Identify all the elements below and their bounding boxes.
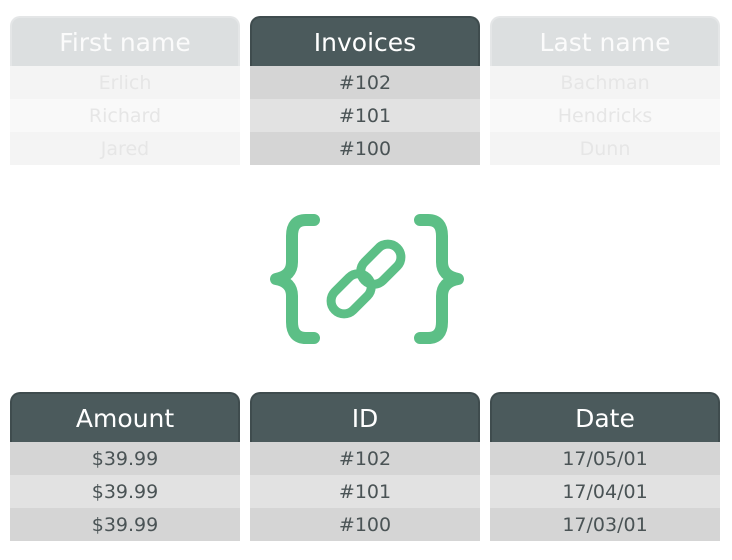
table-row: #100 [250, 508, 480, 541]
first-name-header: First name [10, 16, 240, 66]
table-row: Richard [10, 99, 240, 132]
amount-header: Amount [10, 392, 240, 442]
table-row: #100 [250, 132, 480, 165]
right-brace-icon [414, 214, 464, 344]
last-name-rows: Bachman Hendricks Dunn [490, 66, 720, 165]
table-row: 17/04/01 [490, 475, 720, 508]
last-name-table: Last name Bachman Hendricks Dunn [490, 16, 720, 165]
date-header: Date [490, 392, 720, 442]
table-row: Bachman [490, 66, 720, 99]
table-row: 17/03/01 [490, 508, 720, 541]
table-row: Jared [10, 132, 240, 165]
id-table: ID #102 #101 #100 [250, 392, 480, 541]
last-name-header: Last name [490, 16, 720, 66]
first-name-table: First name Erlich Richard Jared [10, 16, 240, 165]
amount-rows: $39.99 $39.99 $39.99 [10, 442, 240, 541]
date-table: Date 17/05/01 17/04/01 17/03/01 [490, 392, 720, 541]
id-header: ID [250, 392, 480, 442]
date-rows: 17/05/01 17/04/01 17/03/01 [490, 442, 720, 541]
amount-table: Amount $39.99 $39.99 $39.99 [10, 392, 240, 541]
left-brace-icon [270, 214, 320, 344]
table-row: 17/05/01 [490, 442, 720, 475]
table-row: #102 [250, 66, 480, 99]
first-name-rows: Erlich Richard Jared [10, 66, 240, 165]
invoices-rows: #102 #101 #100 [250, 66, 480, 165]
table-row: Erlich [10, 66, 240, 99]
table-row: #101 [250, 99, 480, 132]
table-row: #102 [250, 442, 480, 475]
table-row: Dunn [490, 132, 720, 165]
invoices-table: Invoices #102 #101 #100 [250, 16, 480, 165]
id-rows: #102 #101 #100 [250, 442, 480, 541]
table-row: Hendricks [490, 99, 720, 132]
link-in-braces-icon [270, 214, 464, 344]
chain-link-icon [326, 239, 406, 319]
invoices-header: Invoices [250, 16, 480, 66]
table-row: $39.99 [10, 475, 240, 508]
table-row: #101 [250, 475, 480, 508]
table-row: $39.99 [10, 508, 240, 541]
table-row: $39.99 [10, 442, 240, 475]
